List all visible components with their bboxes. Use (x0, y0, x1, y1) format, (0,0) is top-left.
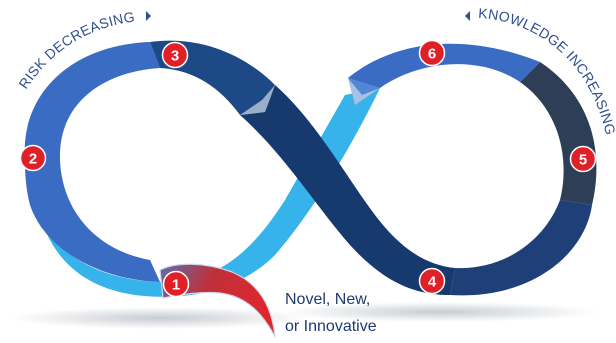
step-badge-6: 6 (418, 39, 446, 67)
caption-line-1: Novel, New, (285, 291, 370, 308)
step-badge-2: 2 (19, 144, 47, 172)
svg-text:5: 5 (579, 152, 587, 169)
svg-text:2: 2 (29, 151, 37, 168)
arrow-right-icon (146, 11, 151, 21)
band-segment-lower-right (450, 200, 592, 296)
floor-shadow-left (10, 307, 310, 329)
chevron-connector-left (240, 85, 275, 115)
arrow-left-icon (465, 11, 470, 21)
step-badge-5: 5 (569, 145, 597, 173)
svg-text:6: 6 (428, 46, 436, 63)
svg-text:3: 3 (171, 48, 179, 65)
step-badge-1: 1 (162, 270, 190, 298)
floor-shadow-right (280, 302, 600, 322)
band-segment-crossing (240, 85, 455, 295)
caption-line-2: or Innovative (285, 318, 377, 335)
svg-text:4: 4 (428, 274, 437, 291)
chevron-connector-right (348, 78, 380, 105)
step-badge-4: 4 (418, 267, 446, 295)
band-segment-top-right (348, 43, 540, 88)
band-segment-left-loop (24, 42, 160, 282)
svg-text:1: 1 (172, 277, 180, 294)
step-badge-3: 3 (161, 41, 189, 69)
